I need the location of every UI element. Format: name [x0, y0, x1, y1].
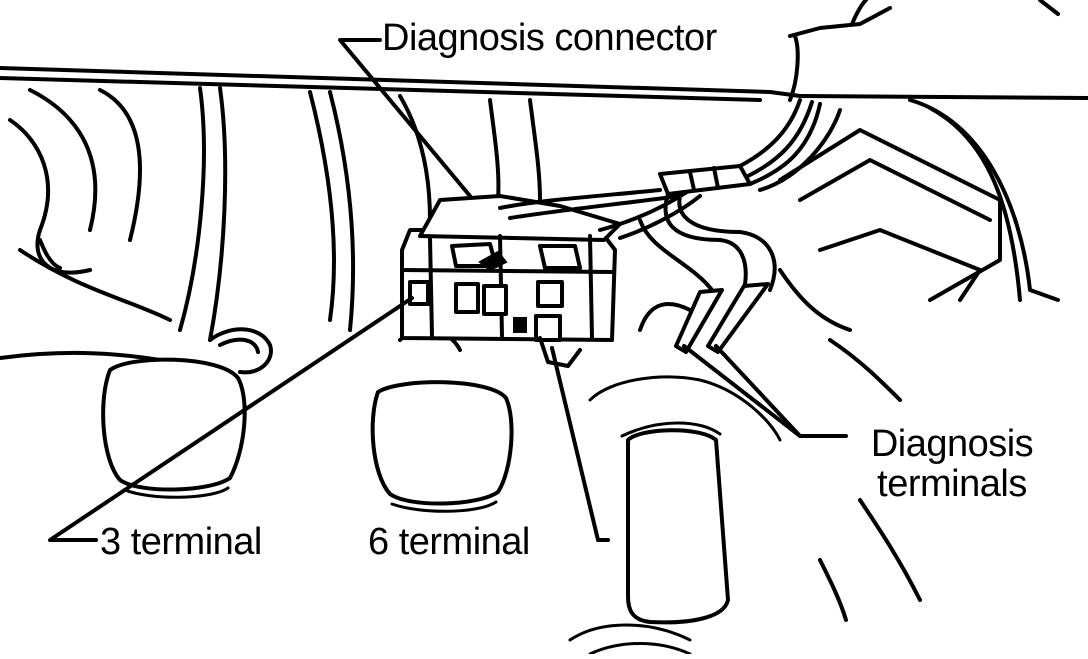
diagnosis-terminals: [638, 282, 770, 354]
diagnosis-terminals-label-line2: terminals: [877, 463, 1027, 505]
diagnosis-connector-label: Diagnosis connector: [382, 17, 717, 59]
six-terminal-label: 6 terminal: [368, 521, 530, 563]
wire-harness: [498, 98, 842, 292]
accelerator-pedal: [568, 375, 782, 656]
diagnosis-terminals-label: Diagnosis terminals: [852, 424, 1052, 504]
diagnosis-connector-body: [400, 194, 622, 368]
leader-lines: [48, 38, 848, 542]
brake-pedal-center: [370, 380, 514, 513]
three-terminal-label: 3 terminal: [100, 521, 262, 563]
upper-right-panel: [788, 0, 1060, 302]
right-under-dash: [778, 128, 1002, 622]
brake-pedal-left: [101, 357, 247, 499]
diagnosis-terminals-label-line1: Diagnosis: [870, 423, 1034, 465]
dashboard-edge: [0, 66, 1088, 102]
